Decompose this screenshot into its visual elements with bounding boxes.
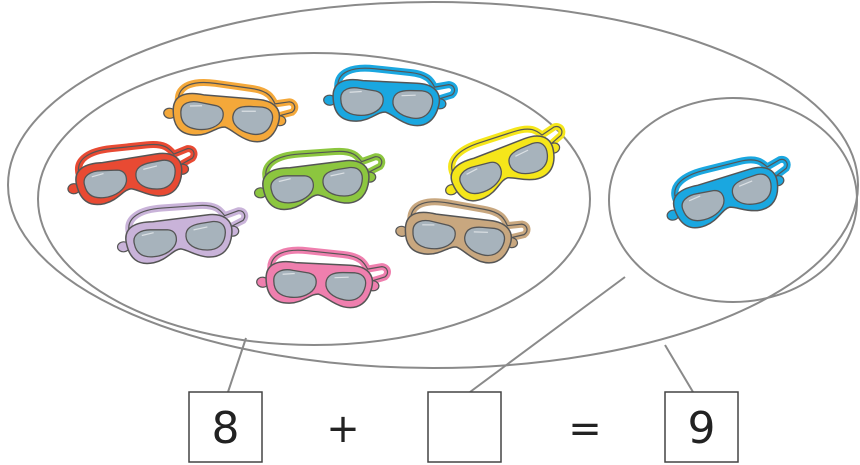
swim-goggles-icon [64, 140, 198, 207]
swim-goggles-icon [255, 246, 389, 313]
swim-goggles-icon [659, 150, 797, 234]
equals-sign: = [568, 406, 602, 452]
total-value-text: 9 [688, 403, 716, 454]
swim-goggles-icon [115, 202, 248, 265]
swim-goggles-icon [161, 77, 296, 149]
swim-goggles-icon [393, 195, 530, 271]
middle-connector-line [470, 277, 625, 392]
left-set-ellipse [38, 53, 590, 345]
right-connector-line [665, 345, 693, 392]
plus-sign: + [326, 406, 360, 452]
swim-goggles-icon [322, 64, 456, 131]
swim-goggles-icon [435, 117, 575, 209]
left-value-text: 8 [212, 403, 240, 454]
missing-value-box[interactable] [428, 392, 501, 462]
swim-goggles-icon [252, 148, 385, 211]
